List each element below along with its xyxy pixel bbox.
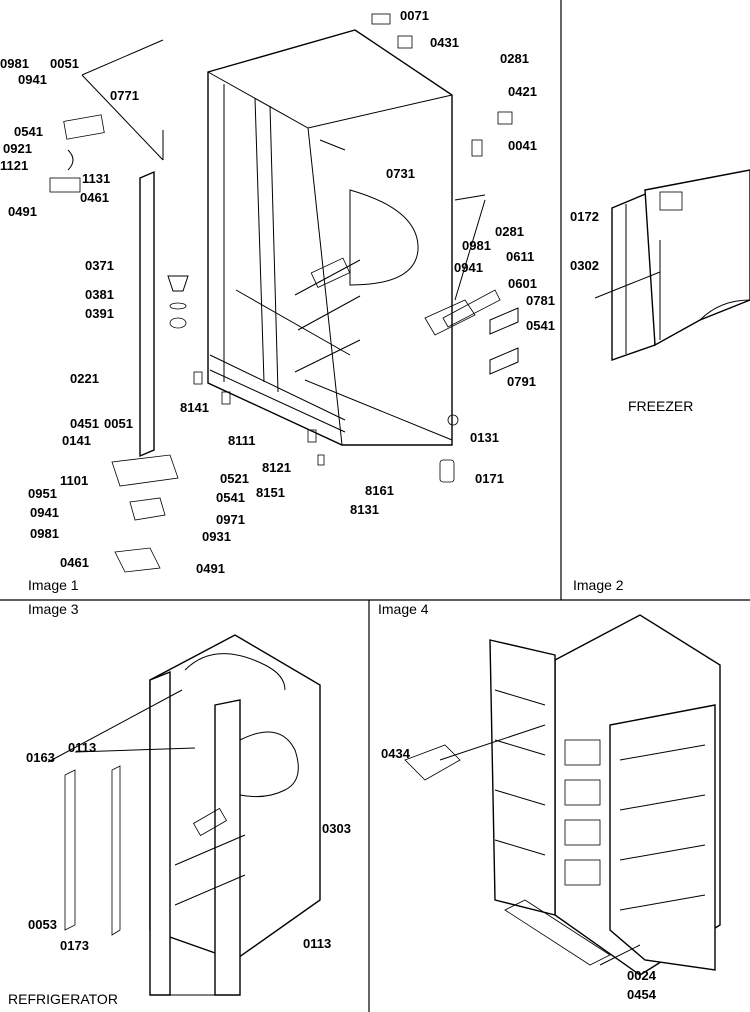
callout-label: 0113 xyxy=(303,936,331,951)
image2-drawing xyxy=(594,169,750,361)
callout-label: 0173 xyxy=(60,938,89,953)
callout-label: 0981 xyxy=(462,238,491,253)
callout-label: 0971 xyxy=(216,512,245,527)
image4-drawing xyxy=(404,614,721,976)
callout-label: 0491 xyxy=(8,204,37,219)
callout-label: 8151 xyxy=(256,485,285,500)
panel-caption: Image 3 xyxy=(28,601,79,617)
callout-label: 0951 xyxy=(28,486,57,501)
callout-label: 0921 xyxy=(3,141,32,156)
fridge-door-liner-left xyxy=(149,670,171,996)
right-door xyxy=(609,704,716,971)
callout-label: 0431 xyxy=(430,35,459,50)
door-liner xyxy=(139,170,155,458)
callout-label: 0981 xyxy=(0,56,29,71)
panel-caption: Image 1 xyxy=(28,577,79,593)
image1-drawing xyxy=(49,13,519,573)
callout-label: 0281 xyxy=(500,51,529,66)
callout-label: 0461 xyxy=(60,555,89,570)
callout-label: 8161 xyxy=(365,483,394,498)
callout-label: 0541 xyxy=(526,318,555,333)
callout-label: 0303 xyxy=(322,821,351,836)
callout-label: 0541 xyxy=(14,124,43,139)
image3-drawing xyxy=(47,634,321,996)
callout-label: 0454 xyxy=(627,987,657,1002)
callout-label: 0041 xyxy=(508,138,537,153)
panel-caption: Image 4 xyxy=(378,601,429,617)
fridge-door-liner-right xyxy=(214,699,241,996)
callout-label: 8141 xyxy=(180,400,209,415)
callout-label: 0451 xyxy=(70,416,99,431)
callout-label: 0381 xyxy=(85,287,114,302)
callout-label: 0051 xyxy=(104,416,133,431)
callout-label: 0024 xyxy=(627,968,657,983)
callout-label: 0391 xyxy=(85,306,114,321)
left-door xyxy=(489,639,556,916)
callout-label: 0113 xyxy=(68,740,96,755)
callout-label: 0541 xyxy=(216,490,245,505)
callout-label: 0491 xyxy=(196,561,225,576)
callout-label: 0611 xyxy=(506,249,534,264)
callout-label: 0771 xyxy=(110,88,139,103)
callout-label: 0521 xyxy=(220,471,249,486)
callout-label: 0941 xyxy=(30,505,59,520)
callout-label: 0931 xyxy=(202,529,231,544)
callout-labels: 0071 0431 0281 0421 0041 0281 0981 0051 … xyxy=(0,8,657,1002)
callout-label: 0421 xyxy=(508,84,537,99)
callout-label: 0221 xyxy=(70,371,99,386)
callout-label: 0601 xyxy=(508,276,537,291)
callout-label: 0141 xyxy=(62,433,91,448)
callout-label: 0163 xyxy=(26,750,55,765)
callout-label: 0941 xyxy=(454,260,483,275)
callout-label: 1121 xyxy=(0,158,28,173)
callout-label: 0981 xyxy=(30,526,59,541)
panel-title: REFRIGERATOR xyxy=(8,991,118,1007)
dispenser-cutout xyxy=(349,189,419,286)
callout-label: 0171 xyxy=(475,471,504,486)
callout-label: 0302 xyxy=(570,258,599,273)
callout-label: 1131 xyxy=(82,171,110,186)
panel-caption: Image 2 xyxy=(573,577,624,593)
callout-label: 0071 xyxy=(400,8,429,23)
callout-label: 8111 xyxy=(228,433,256,448)
callout-label: 8131 xyxy=(350,502,379,517)
callout-label: 0461 xyxy=(80,190,109,205)
callout-label: 0781 xyxy=(526,293,555,308)
callout-label: 8121 xyxy=(262,460,291,475)
callout-label: 0053 xyxy=(28,917,57,932)
callout-label: 0731 xyxy=(386,166,415,181)
callout-label: 0051 xyxy=(50,56,79,71)
callout-label: 0941 xyxy=(18,72,47,87)
callout-label: 0172 xyxy=(570,209,599,224)
cabinet-shell xyxy=(207,29,453,446)
callout-label: 0434 xyxy=(381,746,411,761)
callout-label: 0791 xyxy=(507,374,536,389)
panel-title: FREEZER xyxy=(628,398,693,414)
callout-label: 0131 xyxy=(470,430,499,445)
callout-label: 0371 xyxy=(85,258,114,273)
callout-label: 0281 xyxy=(495,224,524,239)
callout-label: 1101 xyxy=(60,473,88,488)
freezer-cabinet xyxy=(644,169,750,347)
